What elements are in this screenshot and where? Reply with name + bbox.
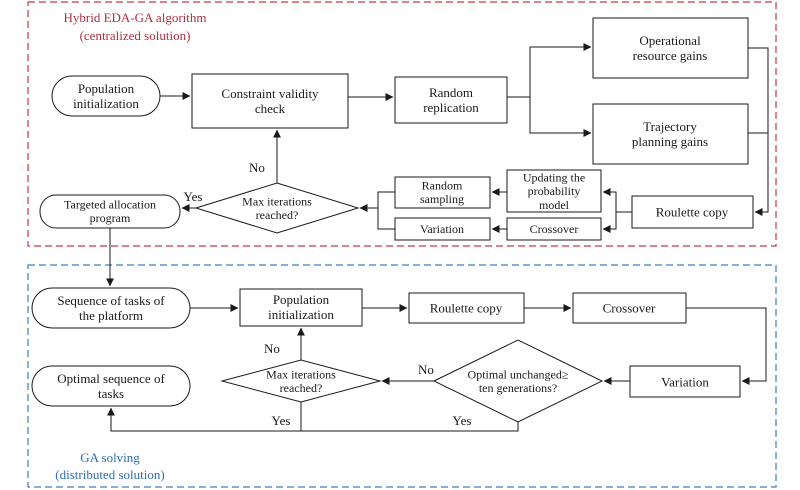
node-label-line: Targeted allocation [64, 197, 156, 211]
centralized-title: Hybrid EDA-GA algorithm [64, 10, 207, 25]
node-label-line: Random [422, 178, 463, 192]
node-label-line: initialization [268, 307, 334, 322]
distributed-subtitle: (distributed solution) [55, 467, 164, 482]
node-label-line: Optimal unchanged≥ [468, 367, 569, 381]
distributed-region [27, 264, 777, 488]
node-label-line: Crossover [530, 222, 579, 236]
edge-variation-to-maxiter [377, 208, 395, 230]
svg-text:Crossover: Crossover [530, 222, 579, 236]
edge-sampling-to-maxiter [359, 191, 395, 212]
svg-text:Roulette copy: Roulette copy [430, 301, 503, 316]
node-label-line: Population [78, 81, 135, 96]
label-yes-1: Yes [184, 189, 203, 204]
label-yes-3: Yes [453, 413, 472, 428]
distributed-title: GA solving [80, 450, 140, 465]
svg-text:Crossover: Crossover [603, 301, 656, 316]
svg-text:Variation: Variation [661, 375, 709, 390]
node-variation-2: Variation [629, 365, 741, 398]
label-no-3: No [418, 362, 434, 377]
centralized-region [27, 1, 777, 247]
node-label-line: reached? [256, 208, 299, 222]
node-roulette-copy-2: Roulette copy [408, 292, 525, 324]
svg-text:Optimal unchanged≥ten generati: Optimal unchanged≥ten generations? [468, 367, 569, 395]
node-label-line: program [90, 211, 131, 225]
node-label-line: probability [528, 184, 581, 198]
node-label-line: ten generations? [479, 381, 557, 395]
node-label-line: Max iterations [242, 194, 312, 208]
node-roulette-copy-1: Roulette copy [631, 195, 754, 229]
node-label-line: Crossover [603, 301, 656, 316]
svg-text:Roulette copy: Roulette copy [656, 205, 729, 220]
node-label-line: the platform [79, 308, 143, 323]
node-label-line: Max iterations [266, 367, 336, 381]
node-label-line: Roulette copy [430, 301, 503, 316]
node-variation-1: Variation [394, 217, 491, 241]
svg-text:Variation: Variation [420, 222, 464, 236]
edge-replication-to-operational [507, 43, 592, 98]
node-optimal-unchanged: Optimal unchanged≥ten generations? [432, 339, 604, 423]
node-label-line: tasks [98, 386, 124, 401]
edge-optimal-yes-to-result [107, 407, 519, 432]
node-label-line: planning gains [632, 134, 708, 149]
node-label-line: Constraint validity [221, 86, 319, 101]
node-label-line: sampling [420, 192, 464, 206]
node-label-line: Roulette copy [656, 205, 729, 220]
node-label-line: Updating the [523, 170, 585, 184]
edge-crossover2-to-variation2 [686, 307, 767, 385]
node-label-line: reached? [280, 381, 323, 395]
node-label-line: replication [423, 100, 479, 115]
edge-roulette-to-updating [602, 188, 632, 213]
node-label-line: model [539, 198, 570, 212]
node-label-line: Variation [661, 375, 709, 390]
label-no-1: No [249, 160, 265, 175]
edge-operational-to-roulette [748, 47, 769, 216]
node-label-line: initialization [73, 96, 139, 111]
node-label-line: Population [273, 292, 330, 307]
node-label-line: Random [429, 85, 473, 100]
node-label-line: Optimal sequence of [57, 371, 165, 386]
node-label-line: Trajectory [643, 119, 697, 134]
edge-roulette-to-crossover [602, 212, 617, 233]
node-label-line: Operational [639, 33, 701, 48]
centralized-subtitle: (centralized solution) [80, 28, 191, 43]
node-crossover-1: Crossover [506, 217, 602, 241]
label-no-2: No [264, 341, 280, 356]
node-crossover-2: Crossover [572, 292, 687, 324]
node-label-line: resource gains [633, 48, 708, 63]
node-label-line: check [255, 101, 286, 116]
node-label-line: Sequence of tasks of [57, 293, 165, 308]
node-label-line: Variation [420, 222, 464, 236]
edge-replication-to-trajectory [529, 97, 592, 137]
label-yes-2: Yes [272, 413, 291, 428]
